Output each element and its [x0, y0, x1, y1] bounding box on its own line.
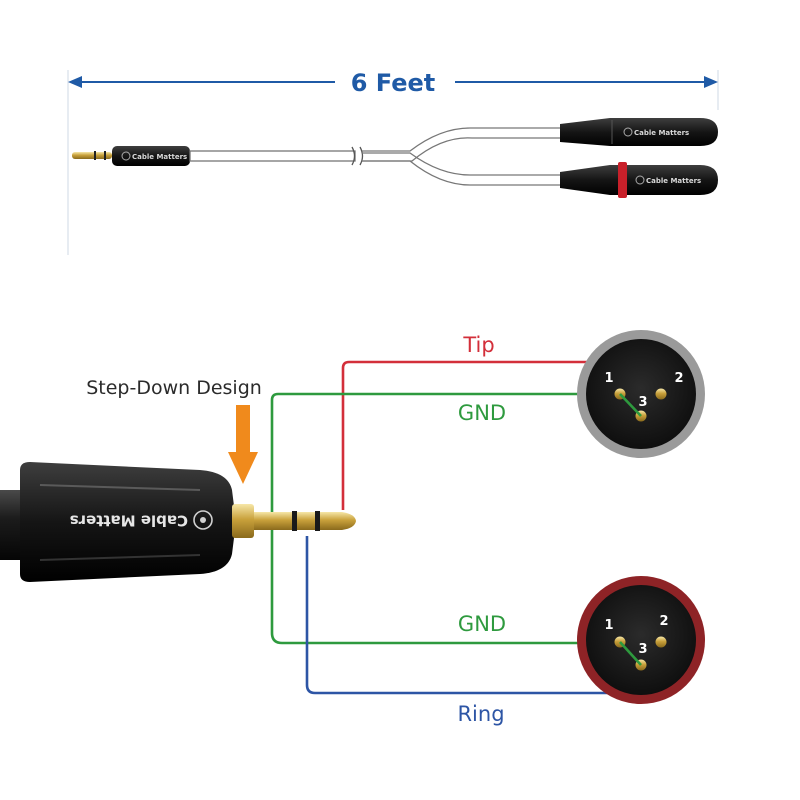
dimension-arrow-right: [704, 76, 718, 88]
down-arrow-icon: [228, 405, 258, 484]
length-dimension: 6 Feet: [67, 69, 719, 255]
length-label: 6 Feet: [351, 69, 436, 97]
wire-gnd-top: [270, 392, 639, 430]
xlr-upper-brand: Cable Matters: [634, 129, 689, 137]
plug-brand: Cable Matters: [70, 512, 188, 530]
plug-sleeve: [254, 512, 292, 530]
wire-gnd-shared: [270, 430, 641, 667]
plug-collar: [232, 504, 254, 538]
xlr-bottom-pin-1-label: 1: [604, 618, 613, 633]
wire-label-gnd-bottom: GND: [458, 612, 506, 636]
split-cable-lower: [362, 152, 565, 176]
split-cable-upper: [362, 127, 565, 152]
wire-ring: [305, 536, 663, 695]
brand-logo-icon: [193, 510, 213, 530]
xlr-bottom-pin-2-label: 2: [659, 614, 668, 629]
xlr-connector-lower: [560, 165, 718, 195]
xlr-bottom-pin-3-label: 3: [638, 642, 647, 657]
callout-label: Step-Down Design: [86, 377, 262, 399]
xlr-top-pin-3-label: 3: [638, 395, 647, 410]
wire-tip: [341, 360, 661, 510]
wire-label-tip: Tip: [462, 333, 494, 357]
xlr-bottom-face: [586, 585, 696, 695]
plug-body: [20, 462, 236, 582]
plug-tip: [320, 512, 356, 530]
xlr-top-pin-2: [655, 388, 667, 400]
xlr-connector-upper: [560, 118, 718, 146]
xlr-face-bottom: 1 2 3: [577, 576, 705, 704]
plug-ring: [297, 512, 315, 530]
trs-plug: Cable Matters: [0, 462, 356, 582]
xlr-lower-brand: Cable Matters: [646, 177, 701, 185]
dimension-arrow-left: [68, 76, 82, 88]
xlr-bottom-pin-2: [655, 636, 667, 648]
main-cable: [189, 150, 356, 162]
wire-label-gnd-top: GND: [458, 401, 506, 425]
cable-overview: Cable Matters Cable Matters Cable Matter…: [72, 118, 718, 198]
mini-plug-brand: Cable Matters: [132, 153, 187, 161]
cable-break-mark: [351, 146, 356, 166]
mini-plug-tip: [72, 152, 112, 159]
wires: [270, 360, 663, 695]
xlr-top-face: [586, 339, 696, 449]
mini-plug-body: [112, 146, 190, 166]
xlr-top-pin-1-label: 1: [604, 371, 613, 386]
xlr-face-top: 1 2 3: [577, 330, 705, 458]
xlr-top-pin-2-label: 2: [674, 371, 683, 386]
xlr-lower-red-band: [618, 162, 627, 198]
wire-label-ring: Ring: [457, 702, 504, 726]
